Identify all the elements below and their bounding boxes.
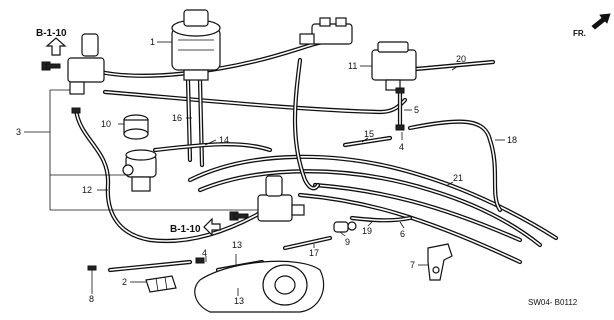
callout-14: 14 <box>219 135 229 145</box>
callout-numbers: 1 2 3 4 5 6 7 8 9 10 11 12 13 14 15 16 1… <box>16 37 517 306</box>
diagram-code: SW04- B0112 <box>528 298 578 307</box>
part-sensor-valve <box>122 149 157 192</box>
reference-label-middle: B-1-10 <box>170 224 201 235</box>
hose-12 <box>73 107 265 243</box>
hose-mid-sweep <box>102 89 408 115</box>
hose-21c <box>312 182 523 243</box>
callout-21: 21 <box>453 173 463 183</box>
reference-label-top-left: B-1-10 <box>36 28 67 39</box>
part-middle-valve <box>229 175 305 222</box>
reference-top-left: B-1-10 <box>36 28 67 56</box>
hose-6 <box>297 192 523 265</box>
callout-17: 17 <box>309 248 319 258</box>
hose-21 <box>187 154 559 241</box>
part-top-connector <box>299 17 353 45</box>
callout-2: 2 <box>122 277 127 287</box>
callout-15: 15 <box>364 129 374 139</box>
fittings <box>71 87 405 264</box>
hose-20 <box>402 59 496 73</box>
leader-lines <box>24 41 505 296</box>
callout-4-left: 4 <box>202 248 207 258</box>
callout-12: 12 <box>82 185 92 195</box>
callout-8: 8 <box>89 294 94 304</box>
part-9-joint <box>333 221 357 233</box>
front-direction-indicator: FR. <box>573 13 611 38</box>
callout-10: 10 <box>101 119 111 129</box>
front-direction-label: FR. <box>573 29 586 38</box>
callout-13-upper: 13 <box>232 240 242 250</box>
hose-16 <box>185 77 205 168</box>
callout-4-right: 4 <box>399 142 404 152</box>
part-2-clip <box>145 275 177 293</box>
callout-13-lower: 13 <box>234 296 244 306</box>
part-10 <box>123 114 149 140</box>
hose-17 <box>282 235 333 251</box>
part-1-canister <box>171 9 221 81</box>
callout-16: 16 <box>172 113 182 123</box>
callout-1: 1 <box>150 37 155 47</box>
part-8-screw <box>87 265 97 286</box>
part-7-clip <box>427 243 453 281</box>
callout-19: 19 <box>362 226 372 236</box>
hose-14 <box>152 142 273 153</box>
part-throttle-body <box>194 260 325 313</box>
reference-middle: B-1-10 <box>170 217 221 237</box>
hose-18 <box>407 119 503 213</box>
part-11 <box>371 41 417 91</box>
hose-4-lower <box>107 259 193 273</box>
callout-6: 6 <box>400 229 405 239</box>
hose-21b <box>197 169 543 248</box>
callout-3: 3 <box>16 127 21 137</box>
callout-7: 7 <box>410 260 415 270</box>
callout-9: 9 <box>345 237 350 247</box>
callout-18: 18 <box>507 135 517 145</box>
part-top-left-valve <box>41 33 105 95</box>
front-direction-arrow <box>591 13 611 30</box>
hose-connector-down <box>292 57 321 191</box>
hose-19 <box>349 215 413 223</box>
callout-5: 5 <box>414 105 419 115</box>
callout-11: 11 <box>348 61 357 71</box>
hose-15 <box>342 135 393 148</box>
callout-20: 20 <box>456 54 466 64</box>
